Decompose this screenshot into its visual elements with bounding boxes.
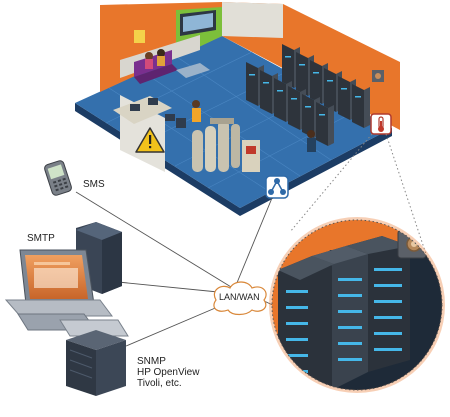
- smtp-label: SMTP: [27, 233, 55, 244]
- mobile-phone-icon: [44, 160, 72, 196]
- snmp-hp-openview-label: HP OpenView: [137, 367, 200, 378]
- connection-lines: [75, 191, 301, 353]
- gas-cylinders: [192, 118, 240, 172]
- smtp-workstation: [4, 222, 129, 337]
- lan-wan-cloud: [213, 281, 267, 316]
- snmp-server: [66, 330, 126, 396]
- zoom-guide-line: [289, 133, 373, 233]
- server-racks: [246, 44, 370, 146]
- server-room: [75, 2, 400, 216]
- temperature-sensor: [397, 229, 427, 259]
- zoomed-racks: [278, 236, 410, 390]
- snmp-label: SNMP: [137, 356, 166, 367]
- sms-label: SMS: [83, 179, 105, 190]
- network-icon: [265, 175, 289, 199]
- thermometer-icon: [370, 113, 392, 135]
- snmp-tivoli-label: Tivoli, etc.: [137, 378, 182, 389]
- warning-icon: [135, 127, 165, 153]
- zoom-circle: [269, 217, 445, 393]
- lan-wan-label: LAN/WAN: [219, 292, 260, 302]
